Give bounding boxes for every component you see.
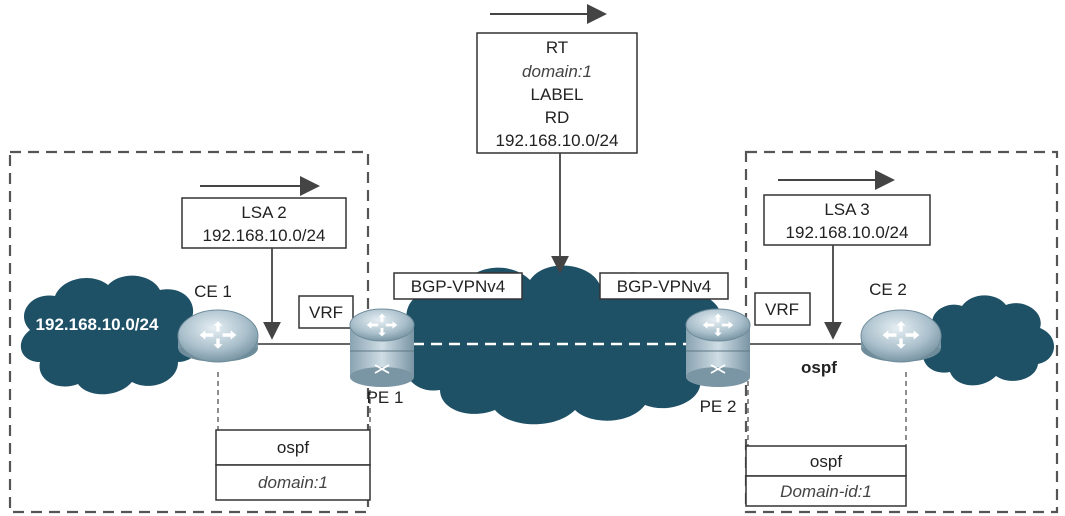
right-ospf-link-label: ospf	[801, 358, 837, 377]
rt-prefix: 192.168.10.0/24	[496, 131, 619, 150]
lsa3-title: LSA 3	[824, 200, 869, 219]
pe2-label: PE 2	[700, 397, 737, 416]
bgp-right-label: BGP-VPNv4	[617, 277, 711, 296]
rt-domain: domain:1	[522, 62, 592, 81]
right-ospf-label: ospf	[810, 452, 842, 471]
pe2-router-icon	[685, 308, 751, 387]
lsa2-box: LSA 2 192.168.10.0/24	[181, 197, 347, 249]
rt-label: RT	[546, 38, 568, 57]
pe1-router-icon	[349, 308, 415, 387]
left-domain-label: domain:1	[258, 473, 328, 492]
bgp-left-box: BGP-VPNv4	[393, 272, 523, 300]
ce1-label: CE 1	[194, 282, 232, 301]
pe1-label: PE 1	[367, 388, 404, 407]
right-customer-cloud	[919, 295, 1055, 386]
left-ospf-label: ospf	[277, 438, 309, 457]
label-label: LABEL	[531, 85, 584, 104]
right-vrf-label: VRF	[765, 300, 799, 319]
lsa2-prefix: 192.168.10.0/24	[203, 226, 326, 245]
left-vrf-box: VRF	[298, 295, 354, 329]
ce2-label: CE 2	[869, 280, 907, 299]
ce1-router-icon	[177, 309, 259, 363]
right-vrf-box: VRF	[754, 292, 811, 326]
bgp-right-box: BGP-VPNv4	[599, 272, 729, 300]
right-ospf-domain-box: ospf Domain-id:1	[745, 445, 907, 507]
right-domain-label: Domain-id:1	[780, 482, 872, 501]
ce2-router-icon	[860, 309, 942, 363]
left-customer-cloud: 192.168.10.0/24	[20, 275, 201, 395]
lsa3-box: LSA 3 192.168.10.0/24	[763, 194, 931, 246]
rd-label: RD	[545, 108, 570, 127]
left-vrf-label: VRF	[309, 303, 343, 322]
left-cloud-prefix: 192.168.10.0/24	[36, 315, 159, 334]
lsa2-title: LSA 2	[241, 203, 286, 222]
left-ospf-domain-box: ospf domain:1	[215, 429, 371, 501]
lsa3-prefix: 192.168.10.0/24	[786, 223, 909, 242]
bgp-left-label: BGP-VPNv4	[411, 277, 505, 296]
route-target-box: RT domain:1 LABEL RD 192.168.10.0/24	[476, 32, 638, 154]
